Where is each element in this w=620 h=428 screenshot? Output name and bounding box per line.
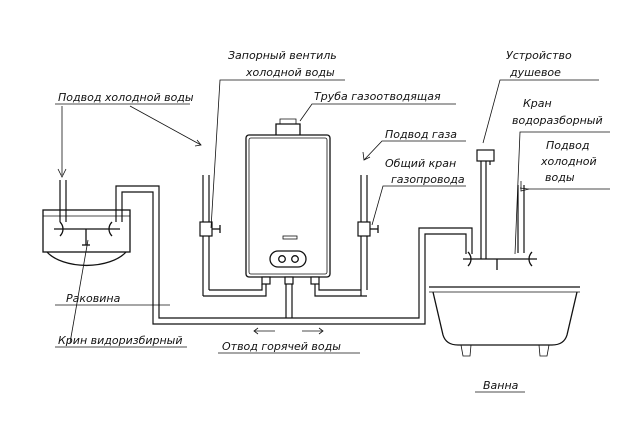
label-cold-right-2: холодной bbox=[540, 155, 597, 168]
label-shower-2: душевое bbox=[509, 66, 561, 79]
label-gas: Подвод газа bbox=[385, 128, 457, 141]
label-flue: Труба газоотводящая bbox=[314, 90, 441, 103]
label-common-valve-2: газопровода bbox=[391, 173, 465, 186]
label-shower-1: Устройство bbox=[506, 49, 572, 62]
water-heater bbox=[245, 118, 331, 285]
bathtub bbox=[429, 149, 580, 357]
shutoff-valve bbox=[199, 221, 213, 237]
label-cold-right-1: Подвод bbox=[546, 139, 589, 152]
label-sink-faucet: Крин видоризбирный bbox=[58, 334, 183, 347]
gas-valve bbox=[357, 221, 371, 237]
label-bath: Ванна bbox=[483, 379, 519, 392]
label-hot-water: Отвод горячей воды bbox=[222, 340, 341, 353]
label-cold-right-3: воды bbox=[545, 171, 575, 184]
flow-arrows bbox=[253, 327, 324, 335]
leader-lines bbox=[55, 79, 610, 393]
label-mixer-2: водоразборный bbox=[512, 114, 603, 127]
labels: Запорный вентиль холодной воды Подвод хо… bbox=[58, 49, 603, 392]
label-sink: Раковина bbox=[66, 292, 121, 305]
label-shutoff-valve-2: холодной воды bbox=[245, 66, 335, 79]
piping bbox=[59, 175, 473, 325]
label-cold-left: Подвод холодной воды bbox=[58, 91, 194, 104]
label-common-valve-1: Общий кран bbox=[385, 157, 456, 170]
label-shutoff-valve-1: Запорный вентиль bbox=[228, 49, 337, 62]
label-mixer-1: Кран bbox=[523, 97, 552, 110]
sink bbox=[42, 209, 131, 267]
